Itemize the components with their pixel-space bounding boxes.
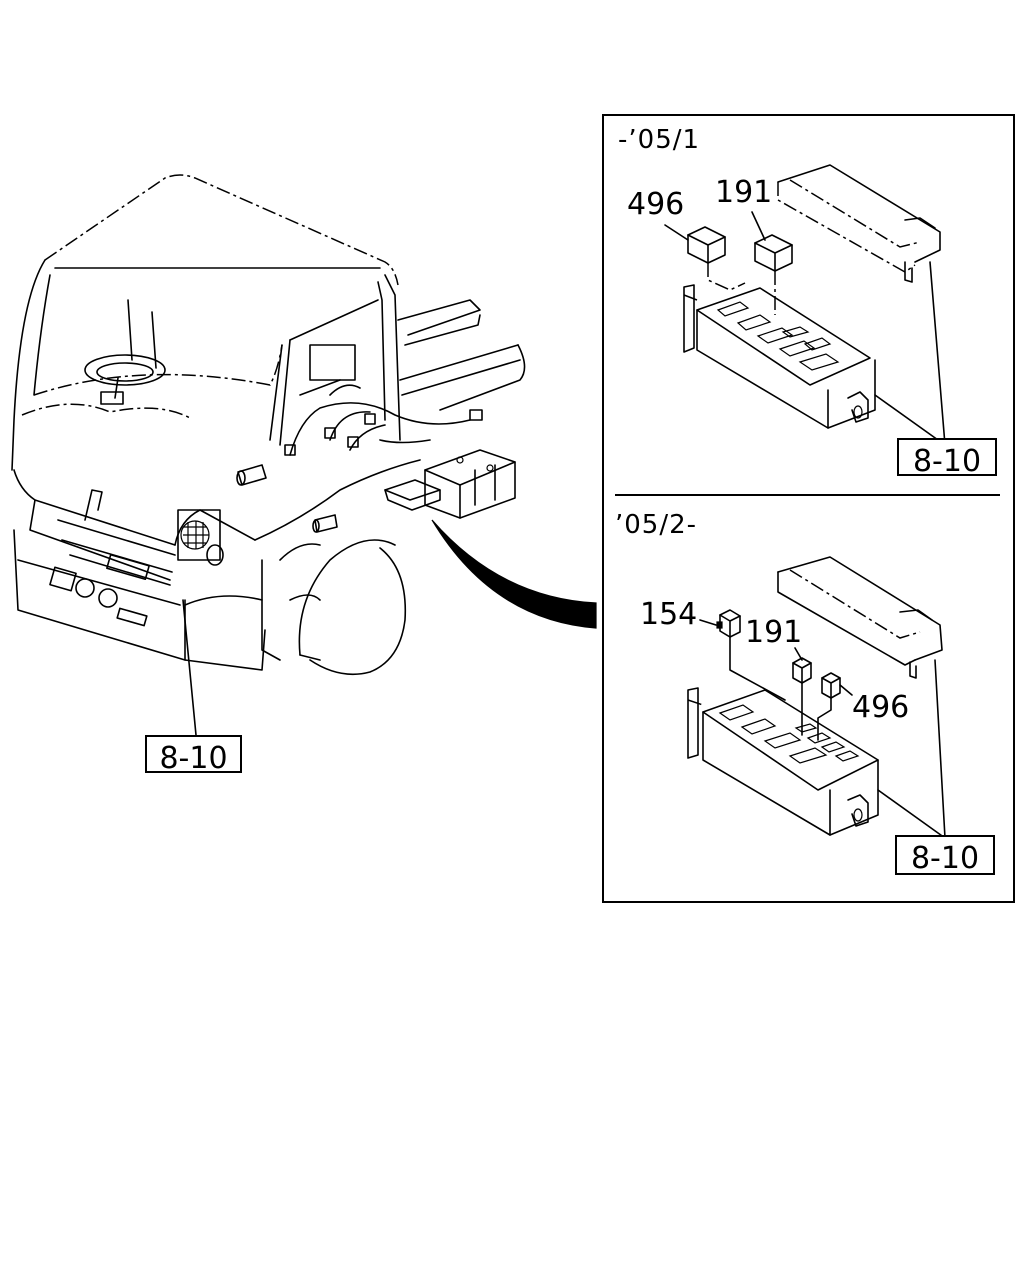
- upper-callout: 8-10: [897, 438, 997, 477]
- lower-part-191: 191: [745, 615, 803, 650]
- lower-part-154: 154: [640, 597, 698, 632]
- truck-cab-illustration: [11, 174, 526, 676]
- main-callout: 8-10: [145, 735, 242, 774]
- upper-year-label: -’05/1: [618, 125, 701, 155]
- pointer-arrow: [431, 519, 597, 629]
- lower-callout: 8-10: [895, 835, 995, 875]
- upper-part-496: 496: [627, 187, 685, 222]
- detail-frame: [602, 114, 1015, 903]
- lower-relay-box: [687, 556, 946, 839]
- lower-part-496: 496: [852, 690, 910, 725]
- main-leader-line: [182, 599, 197, 736]
- lower-year-label: ’05/2-: [615, 510, 698, 540]
- upper-relay-box: [664, 164, 946, 446]
- upper-part-191: 191: [715, 175, 773, 210]
